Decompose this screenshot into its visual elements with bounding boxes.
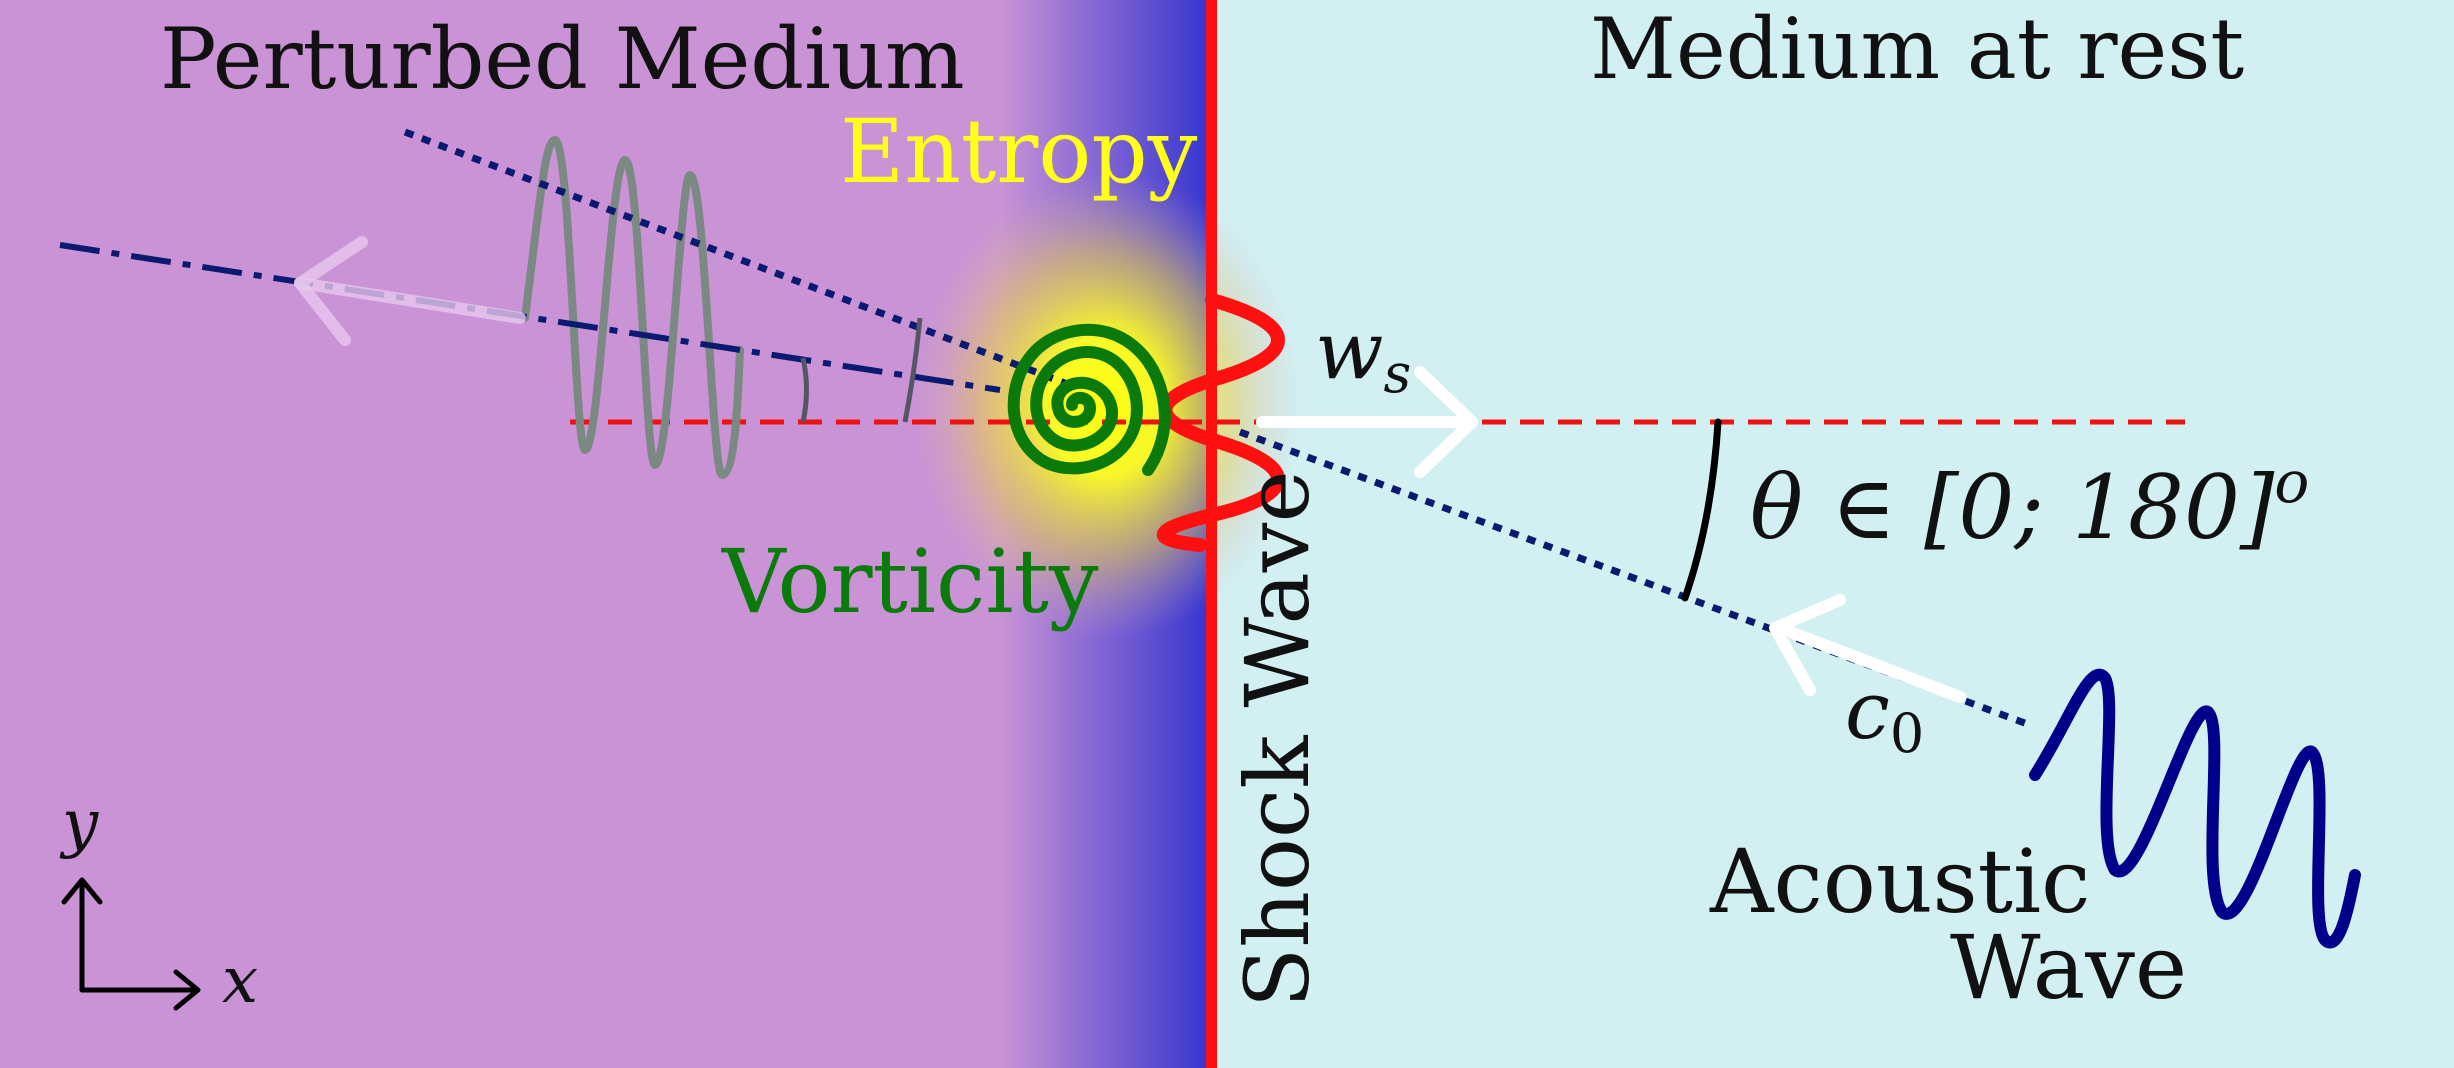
angle-arc-outer	[902, 317, 923, 423]
acoustic-wave	[2029, 668, 2361, 949]
shock-speed-subscript: s	[1383, 342, 1411, 405]
angle-arc-inner	[800, 357, 809, 423]
medium-at-rest-label: Medium at rest	[1590, 0, 2244, 98]
sound-speed-subscript: 0	[1890, 702, 1924, 765]
entropy-label: Entropy	[840, 100, 1198, 203]
shock-speed-symbol: w	[1315, 304, 1383, 397]
shock-wave-label: Shock Wave	[1226, 470, 1329, 1008]
perturbed-medium-label: Perturbed Medium	[160, 10, 965, 108]
degree-superscript: o	[2274, 448, 2309, 516]
sound-speed-symbol: c	[1845, 664, 1890, 757]
x-axis-label: x	[222, 944, 258, 1018]
shock-front-ripple	[1157, 293, 1285, 552]
transmitted-arrow-shaft	[294, 277, 526, 324]
vorticity-spiral	[1007, 324, 1172, 476]
sound-speed-arrow-head	[1769, 594, 1846, 696]
theta-angle-arc	[1681, 418, 1722, 602]
x-axis-arrow	[79, 969, 201, 1011]
transmitted-arrow-head	[294, 236, 368, 346]
theta-range-label: θ ∈ [0; 180]o	[1750, 448, 2309, 559]
acoustic-label: Acoustic	[1709, 830, 2090, 933]
sound-speed-label: c0	[1845, 664, 1924, 765]
shock-speed-arrow-head	[1414, 366, 1478, 478]
y-axis-label: y	[59, 787, 99, 861]
wave-label: Wave	[1950, 916, 2187, 1019]
vorticity-label: Vorticity	[721, 530, 1099, 633]
shock-speed-label: ws	[1315, 304, 1411, 405]
transmitted-ray	[59, 242, 1001, 393]
y-axis-arrow	[61, 877, 103, 993]
sound-speed-arrow-shaft	[1774, 622, 1966, 703]
theta-range-text: θ ∈ [0; 180]	[1750, 456, 2275, 559]
transmitted-wave	[521, 135, 744, 480]
shock-front-line	[1206, 0, 1217, 1068]
